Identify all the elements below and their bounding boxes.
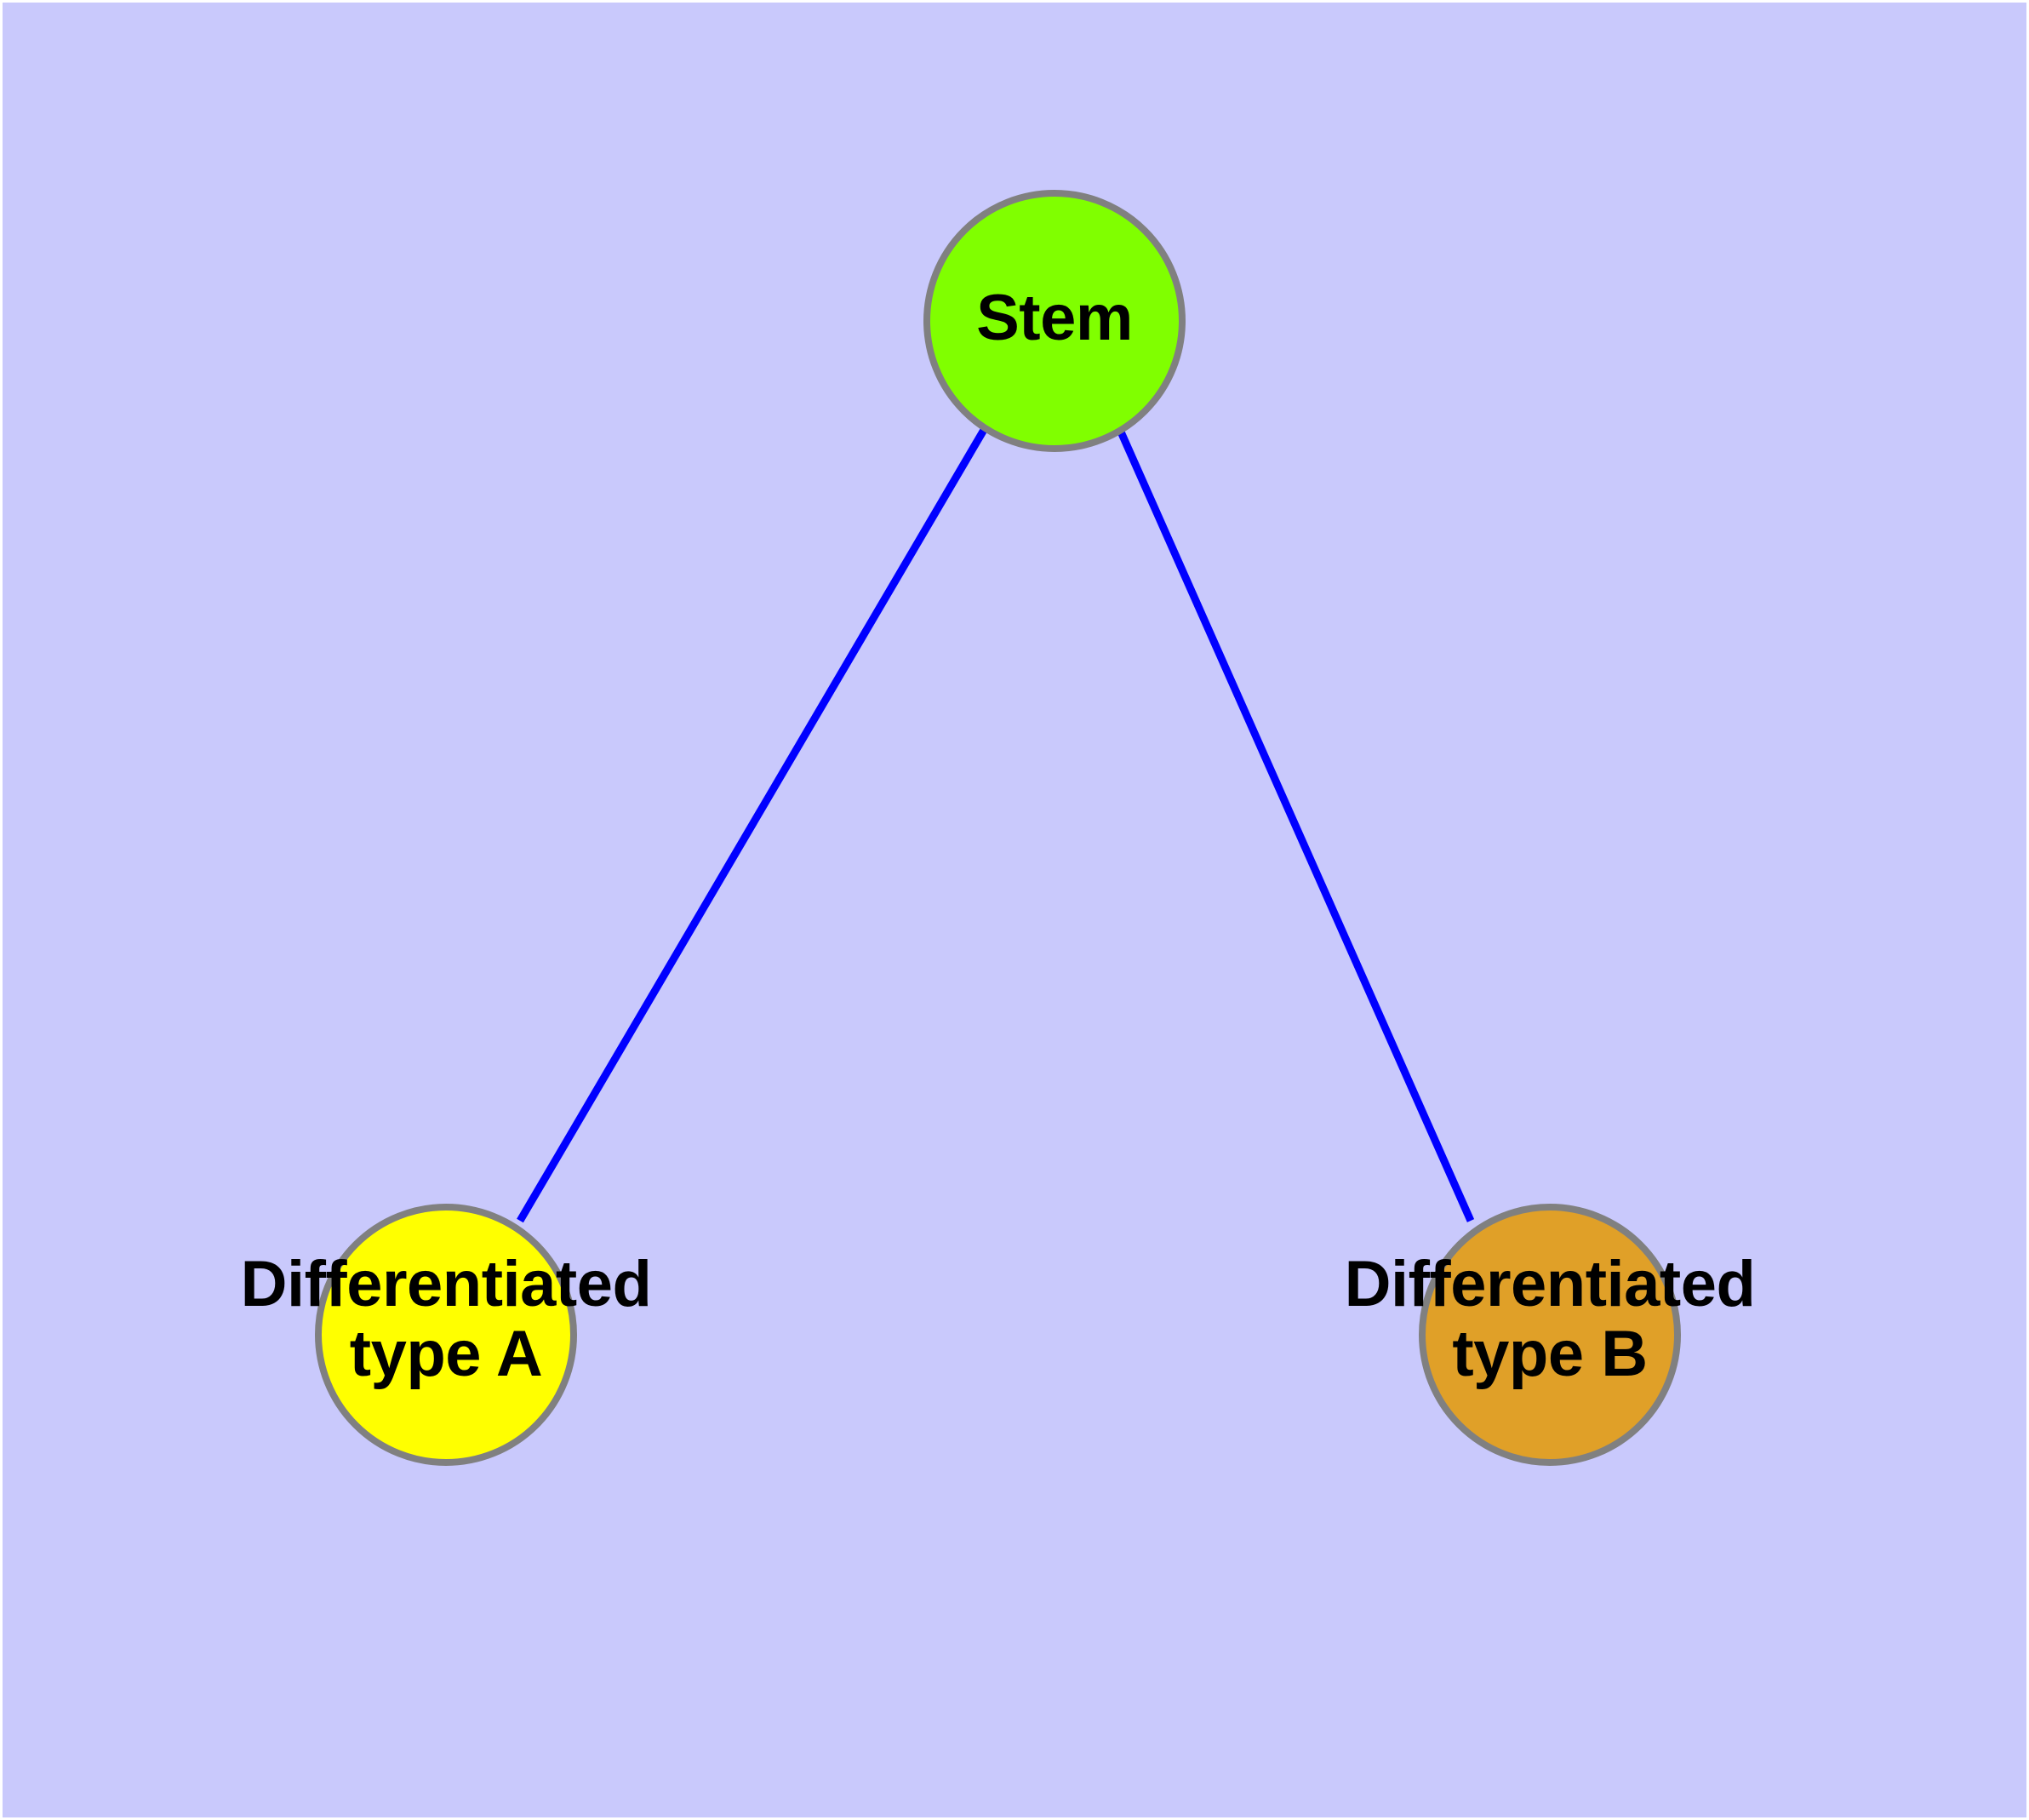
- node-differentiated-type-a[interactable]: [315, 1204, 577, 1466]
- node-stem[interactable]: [923, 190, 1186, 452]
- node-differentiated-type-b[interactable]: [1419, 1204, 1681, 1466]
- edge-stem-to-differentiated-type-a[interactable]: [517, 427, 987, 1223]
- edge-stem-to-differentiated-type-b[interactable]: [1116, 428, 1475, 1222]
- graph-canvas[interactable]: Stem Differentiated type A Differentiate…: [3, 3, 2026, 1817]
- edge-layer: [517, 427, 1475, 1223]
